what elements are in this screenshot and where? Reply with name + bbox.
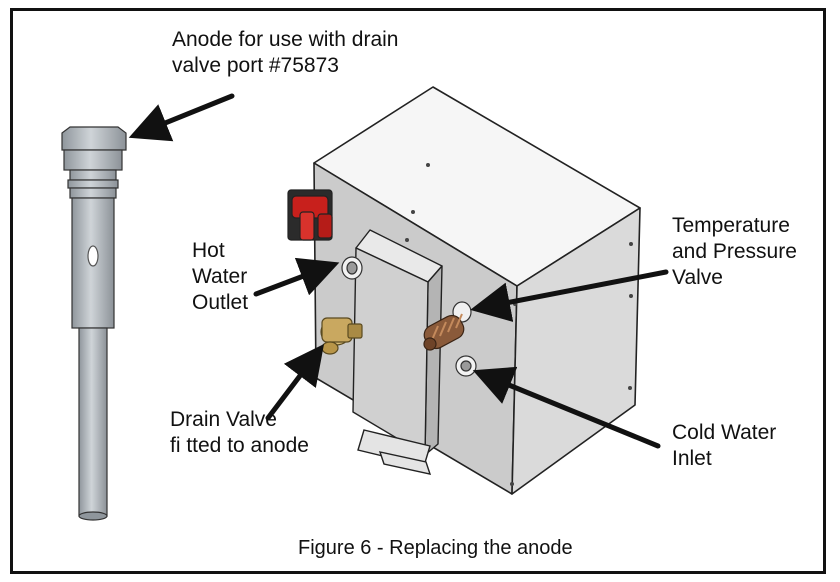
hot-water-arrow: [253, 257, 340, 297]
anode-hex-base: [63, 149, 123, 171]
drain-valve-label-line: Drain Valve: [170, 408, 277, 431]
drain-valve-fitting: [320, 317, 363, 355]
anode-arrow: [128, 93, 235, 142]
drain-valve-label: Drain Valve fi tted to anode: [170, 407, 309, 459]
tp-valve-label-line: and Pressure: [672, 240, 797, 263]
figure-frame: [10, 8, 826, 574]
tank-side-panel: [511, 207, 641, 495]
figure-caption: Figure 6 - Replacing the anode: [298, 537, 573, 559]
hot-water-outlet-port: [341, 256, 363, 280]
anode-label-line: valve port #75873: [172, 54, 339, 77]
tp-valve-label: Temperature and Pressure Valve: [672, 213, 797, 291]
element-cover: [352, 229, 443, 456]
relief-valve: [287, 189, 333, 241]
hot-water-label: Hot Water Outlet: [192, 238, 248, 316]
anode-label-line: Anode for use with drain: [172, 28, 399, 51]
cold-water-label-line: Inlet: [672, 447, 712, 470]
tp-valve-arrow: [470, 269, 669, 322]
cold-water-arrow: [472, 366, 661, 449]
tp-valve-label-line: Valve: [672, 266, 723, 289]
anode-label: Anode for use with drain valve port #758…: [172, 27, 398, 79]
hot-water-label-line: Water: [192, 265, 248, 288]
anode-lower-shaft: [78, 327, 108, 517]
hot-water-label-line: Outlet: [192, 291, 249, 314]
cold-water-inlet-port: [455, 355, 477, 377]
hot-water-label-line: Hot: [192, 239, 225, 262]
tp-valve-label-line: Temperature: [672, 214, 790, 237]
anode-port-hole: [87, 245, 99, 267]
cold-water-label: Cold Water Inlet: [672, 420, 776, 472]
anode-hex-head: [61, 126, 127, 151]
mounting-bracket: [357, 429, 432, 475]
drain-valve-arrow: [265, 344, 325, 421]
cold-water-label-line: Cold Water: [672, 421, 777, 444]
drain-valve-label-line: fi tted to anode: [170, 434, 309, 457]
anode-rod: [61, 126, 127, 521]
